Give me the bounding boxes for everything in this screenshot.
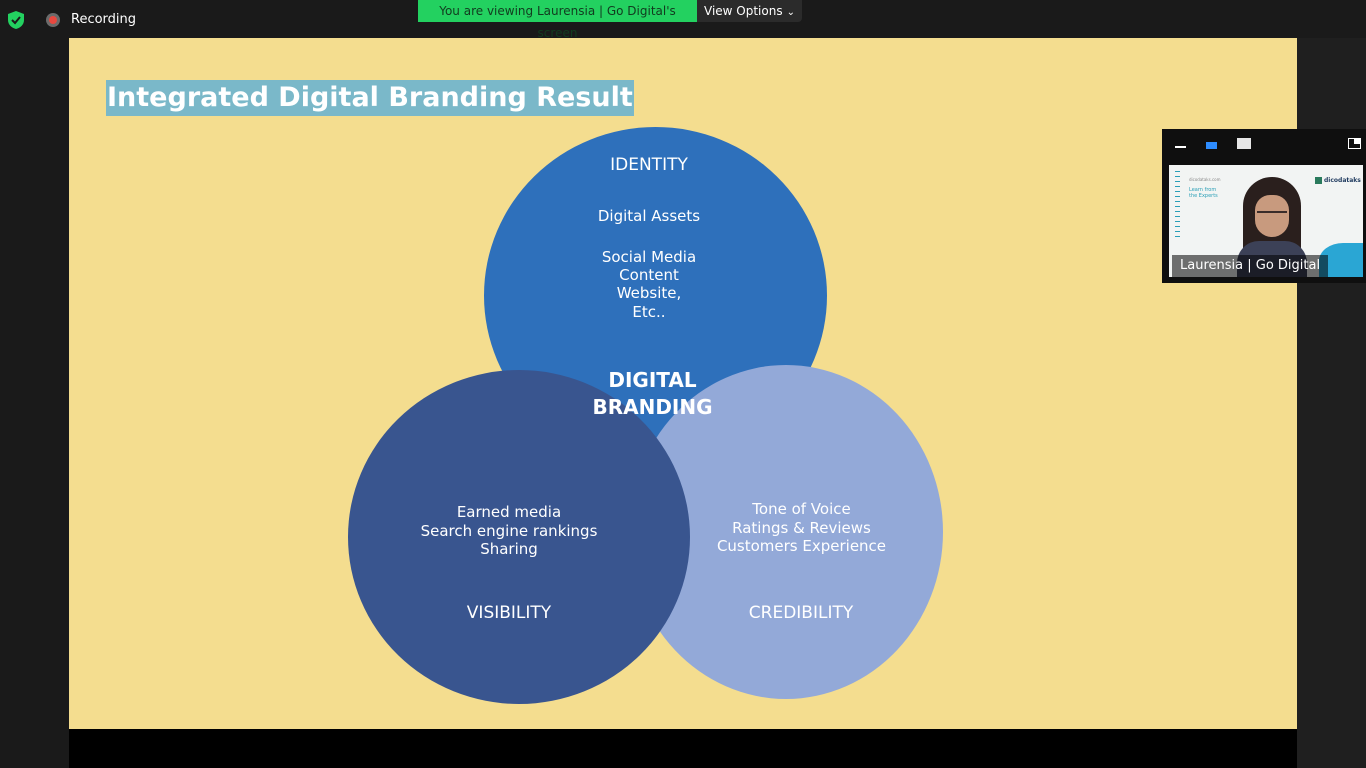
credibility-line: Customers Experience	[716, 537, 887, 555]
slide-title: Integrated Digital Branding Result	[106, 80, 634, 116]
recording-icon[interactable]	[46, 13, 60, 27]
identity-line: Content	[619, 266, 679, 284]
visibility-line: Earned media	[456, 503, 562, 521]
visibility-line: Search engine rankings	[420, 522, 598, 540]
visibility-heading: VISIBILITY	[466, 603, 552, 623]
digital-branding-line: BRANDING	[592, 395, 713, 419]
background-tagline: Learn from the Experts	[1189, 187, 1218, 199]
view-options-label: View Options	[704, 4, 783, 18]
bottom-letterbox	[69, 729, 1297, 768]
background-tagline-line: the Experts	[1189, 193, 1218, 199]
viewing-screen-banner: You are viewing Laurensia | Go Digital's…	[418, 0, 697, 40]
credibility-heading: CREDIBILITY	[748, 603, 854, 623]
participant-video-panel[interactable]: dicodataks.com Learn from the Experts di…	[1162, 129, 1366, 283]
background-dots-decoration	[1175, 171, 1180, 241]
meeting-top-bar: Recording You are viewing Laurensia | Go…	[0, 0, 1366, 40]
video-panel-toolbar	[1162, 129, 1366, 159]
background-site-text: dicodataks.com	[1189, 177, 1221, 182]
identity-line: Social Media	[601, 248, 697, 266]
shared-screen-slide: Integrated Digital Branding Result IDENT…	[69, 38, 1297, 729]
recording-label: Recording	[71, 12, 137, 27]
credibility-line: Ratings & Reviews	[732, 519, 871, 537]
exit-minimized-icon[interactable]	[1348, 138, 1361, 149]
chevron-down-icon: ⌄	[786, 7, 795, 18]
credibility-line: Tone of Voice	[752, 500, 851, 518]
background-tagline-line: Learn from	[1189, 187, 1217, 193]
digital-branding-line: DIGITAL	[608, 368, 697, 392]
digital-branding-label: DIGITAL BRANDING	[559, 367, 746, 421]
background-logo: dicodataks	[1315, 177, 1361, 184]
speaker-view-icon[interactable]	[1237, 138, 1251, 149]
shield-check-icon[interactable]	[8, 11, 24, 29]
visibility-line: Sharing	[480, 540, 538, 558]
participant-name-label: Laurensia | Go Digital	[1172, 255, 1329, 277]
identity-line: Etc..	[632, 303, 666, 321]
view-options-button[interactable]: View Options⌄	[697, 0, 802, 22]
identity-heading: IDENTITY	[610, 155, 688, 175]
visibility-circle	[348, 370, 690, 704]
minimize-icon[interactable]	[1175, 146, 1186, 148]
identity-line: Website,	[616, 284, 682, 302]
thumbnail-view-icon[interactable]	[1206, 142, 1217, 149]
identity-line: Digital Assets	[597, 207, 701, 225]
